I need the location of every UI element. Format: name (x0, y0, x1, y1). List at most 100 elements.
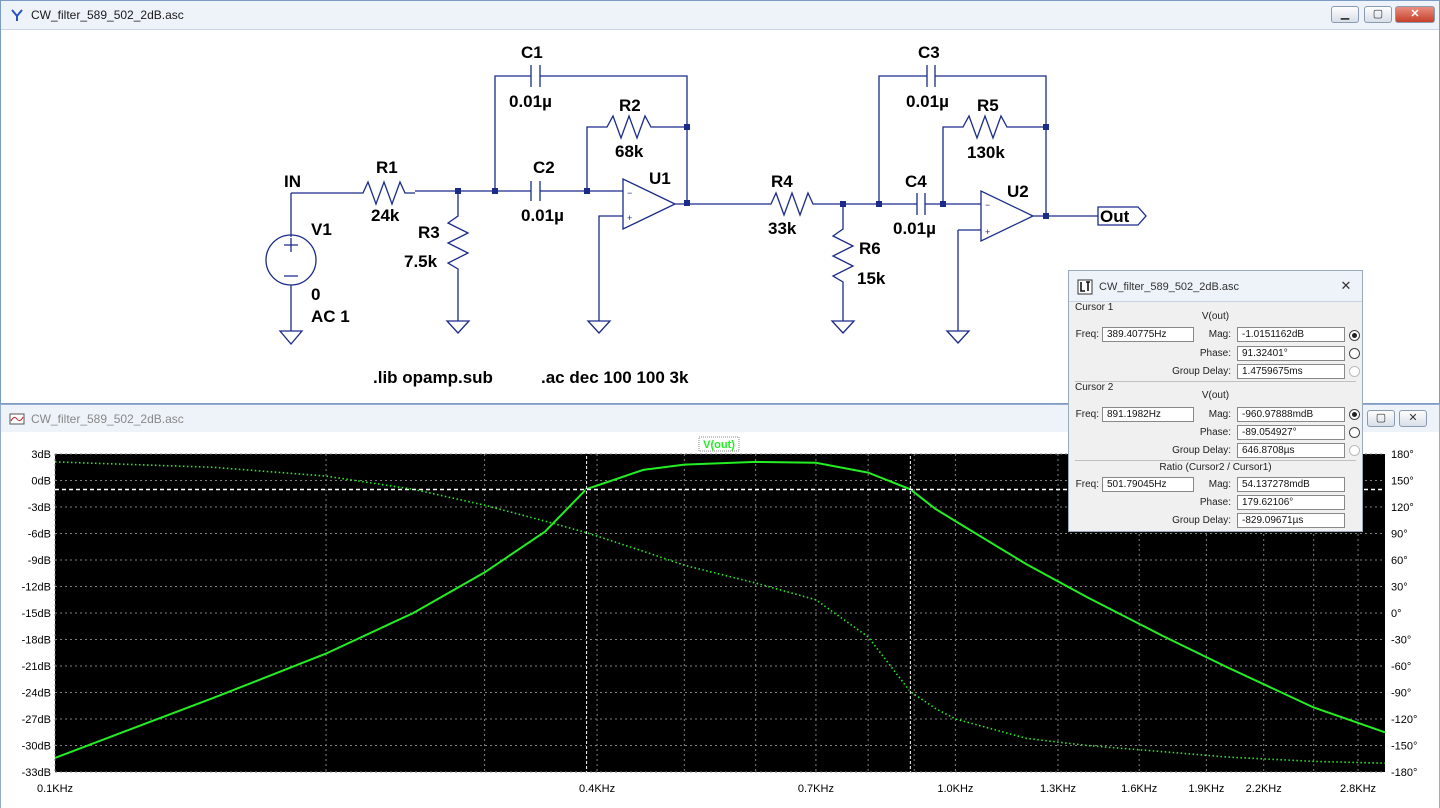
c2-label: C2 (533, 158, 555, 177)
c2-value: 0.01µ (521, 206, 564, 225)
plot-window-title: CW_filter_589_502_2dB.asc (31, 412, 184, 426)
svg-text:+: + (627, 213, 632, 223)
y-right-tick-label: -180° (1391, 767, 1417, 779)
ratio-gd-label: Group Delay: (1172, 515, 1231, 526)
out-port-flag (1097, 206, 1147, 226)
y-left-tick-label: -24dB (22, 688, 51, 700)
y-right-tick-label: 120° (1391, 502, 1414, 514)
y-right-tick-label: -60° (1391, 661, 1411, 673)
y-left-tick-label: -12dB (22, 582, 51, 594)
schematic-window-title: CW_filter_589_502_2dB.asc (31, 8, 184, 22)
phase-trace[interactable] (54, 461, 1386, 764)
schematic-drawing[interactable]: −+ −+ IN V1 0 AC 1 R1 24k R3 7.5k C1 0.0… (11, 35, 1427, 395)
magnitude-trace[interactable] (54, 460, 1386, 759)
cursor-window-titlebar[interactable]: CW_filter_589_502_2dB.asc ✕ (1069, 271, 1362, 302)
y-left-tick-label: -9dB (28, 555, 51, 567)
plot-close-button[interactable]: ✕ (1399, 410, 1427, 427)
r6-label: R6 (859, 239, 881, 258)
trace-label[interactable]: V(out) (703, 439, 735, 451)
separator (1075, 381, 1356, 382)
ratio-freq-field[interactable]: 501.79045Hz (1102, 477, 1194, 492)
x-tick-label: 0.1KHz (37, 783, 73, 795)
r5-label: R5 (977, 96, 999, 115)
x-tick-label: 1.3KHz (1040, 783, 1076, 795)
ratio-gd-field[interactable]: -829.09671µs (1237, 513, 1345, 528)
u1-label: U1 (649, 169, 671, 188)
in-net-label: IN (284, 172, 301, 191)
cursor2-phase-field[interactable]: -89.054927° (1237, 425, 1345, 440)
r3-label: R3 (418, 223, 440, 242)
trace-label-box[interactable] (698, 436, 740, 452)
r4-label: R4 (771, 172, 793, 191)
y-left-tick-label: -21dB (22, 661, 51, 673)
ratio-header: Ratio (Cursor2 / Cursor1) (1159, 462, 1272, 473)
ratio-mag-field[interactable]: 54.137278mdB (1237, 477, 1345, 492)
schematic-titlebar[interactable]: CW_filter_589_502_2dB.asc ▁ ▢ ✕ (1, 1, 1439, 30)
ac-directive: .ac dec 100 100 3k (541, 368, 689, 387)
x-tick-label: 0.4KHz (579, 783, 615, 795)
schematic-restore-button[interactable]: ▢ (1364, 6, 1392, 23)
y-left-tick-label: -30dB (22, 741, 51, 753)
lib-directive: .lib opamp.sub (373, 368, 493, 387)
cursor1-signal: V(out) (1201, 311, 1230, 322)
y-left-tick-label: 0dB (31, 476, 51, 488)
y-right-tick-label: 0° (1391, 608, 1402, 620)
schematic-close-button[interactable]: ✕ (1395, 6, 1435, 23)
cursor1-phase-radio[interactable] (1349, 348, 1360, 359)
y-left-tick-label: -27dB (22, 714, 51, 726)
cursor2-mag-radio[interactable] (1349, 409, 1360, 420)
ratio-mag-label: Mag: (1208, 479, 1231, 490)
ltspice-logo-icon (1077, 279, 1093, 295)
cursor2-freq-field[interactable]: 891.1982Hz (1102, 407, 1194, 422)
cursor1-freq-field[interactable]: 389.40775Hz (1102, 327, 1194, 342)
v1-label: V1 (311, 220, 332, 239)
plot-restore-button[interactable]: ▢ (1367, 410, 1395, 427)
separator (1075, 460, 1356, 461)
cursor1-header: Cursor 1 (1075, 302, 1114, 313)
y-left-tick-label: -3dB (28, 502, 51, 514)
c4-label: C4 (905, 172, 927, 191)
cursor1-mag-field[interactable]: -1.0151162dB (1237, 327, 1345, 342)
cursor-window-close-button[interactable]: ✕ (1340, 278, 1352, 293)
r5-value: 130k (967, 143, 1005, 162)
r1-label: R1 (376, 158, 398, 177)
cursor1-gd-label: Group Delay: (1172, 366, 1231, 377)
r4-value: 33k (768, 219, 797, 238)
cursor2-mag-label: Mag: (1208, 409, 1231, 420)
cursor-window-title: CW_filter_589_502_2dB.asc (1099, 281, 1240, 293)
cursor2-gd-field[interactable]: 646.8708µs (1237, 443, 1345, 458)
cursor1-phase-field[interactable]: 91.32401° (1237, 346, 1345, 361)
y-right-tick-label: 150° (1391, 476, 1414, 488)
svg-text:−: − (985, 200, 990, 210)
v1-ac-value: AC 1 (311, 307, 350, 326)
c1-value: 0.01µ (509, 92, 552, 111)
ratio-freq-label: Freq: (1075, 479, 1099, 490)
cursor1-mag-radio[interactable] (1349, 330, 1360, 341)
r2-label: R2 (619, 96, 641, 115)
y-left-tick-label: 3dB (31, 449, 51, 461)
cursor2-phase-radio[interactable] (1349, 427, 1360, 438)
cursor-readout-window[interactable]: CW_filter_589_502_2dB.asc ✕ Cursor 1 V(o… (1068, 270, 1363, 532)
svg-text:−: − (627, 188, 632, 198)
schematic-minimize-button[interactable]: ▁ (1331, 6, 1359, 23)
y-left-tick-label: -18dB (22, 635, 51, 647)
svg-text:+: + (985, 227, 990, 237)
waveform-app-icon (9, 413, 25, 425)
cursor1-gd-radio[interactable] (1349, 366, 1360, 377)
r2-value: 68k (615, 142, 644, 161)
ratio-phase-field[interactable]: 179.62106° (1237, 495, 1345, 510)
y-right-tick-label: -120° (1391, 714, 1417, 726)
y-right-tick-label: 60° (1391, 555, 1408, 567)
y-right-tick-label: -90° (1391, 688, 1411, 700)
cursor2-mag-field[interactable]: -960.97888mdB (1237, 407, 1345, 422)
x-tick-label: 1.9KHz (1188, 783, 1224, 795)
c3-label: C3 (918, 43, 940, 62)
schematic-app-icon (11, 9, 23, 21)
cursor2-header: Cursor 2 (1075, 382, 1114, 393)
cursor2-gd-radio[interactable] (1349, 445, 1360, 456)
c4-value: 0.01µ (893, 219, 936, 238)
cursor2-phase-label: Phase: (1199, 427, 1231, 438)
ratio-phase-label: Phase: (1199, 497, 1231, 508)
c1-label: C1 (521, 43, 543, 62)
cursor1-gd-field[interactable]: 1.4759675ms (1237, 364, 1345, 379)
